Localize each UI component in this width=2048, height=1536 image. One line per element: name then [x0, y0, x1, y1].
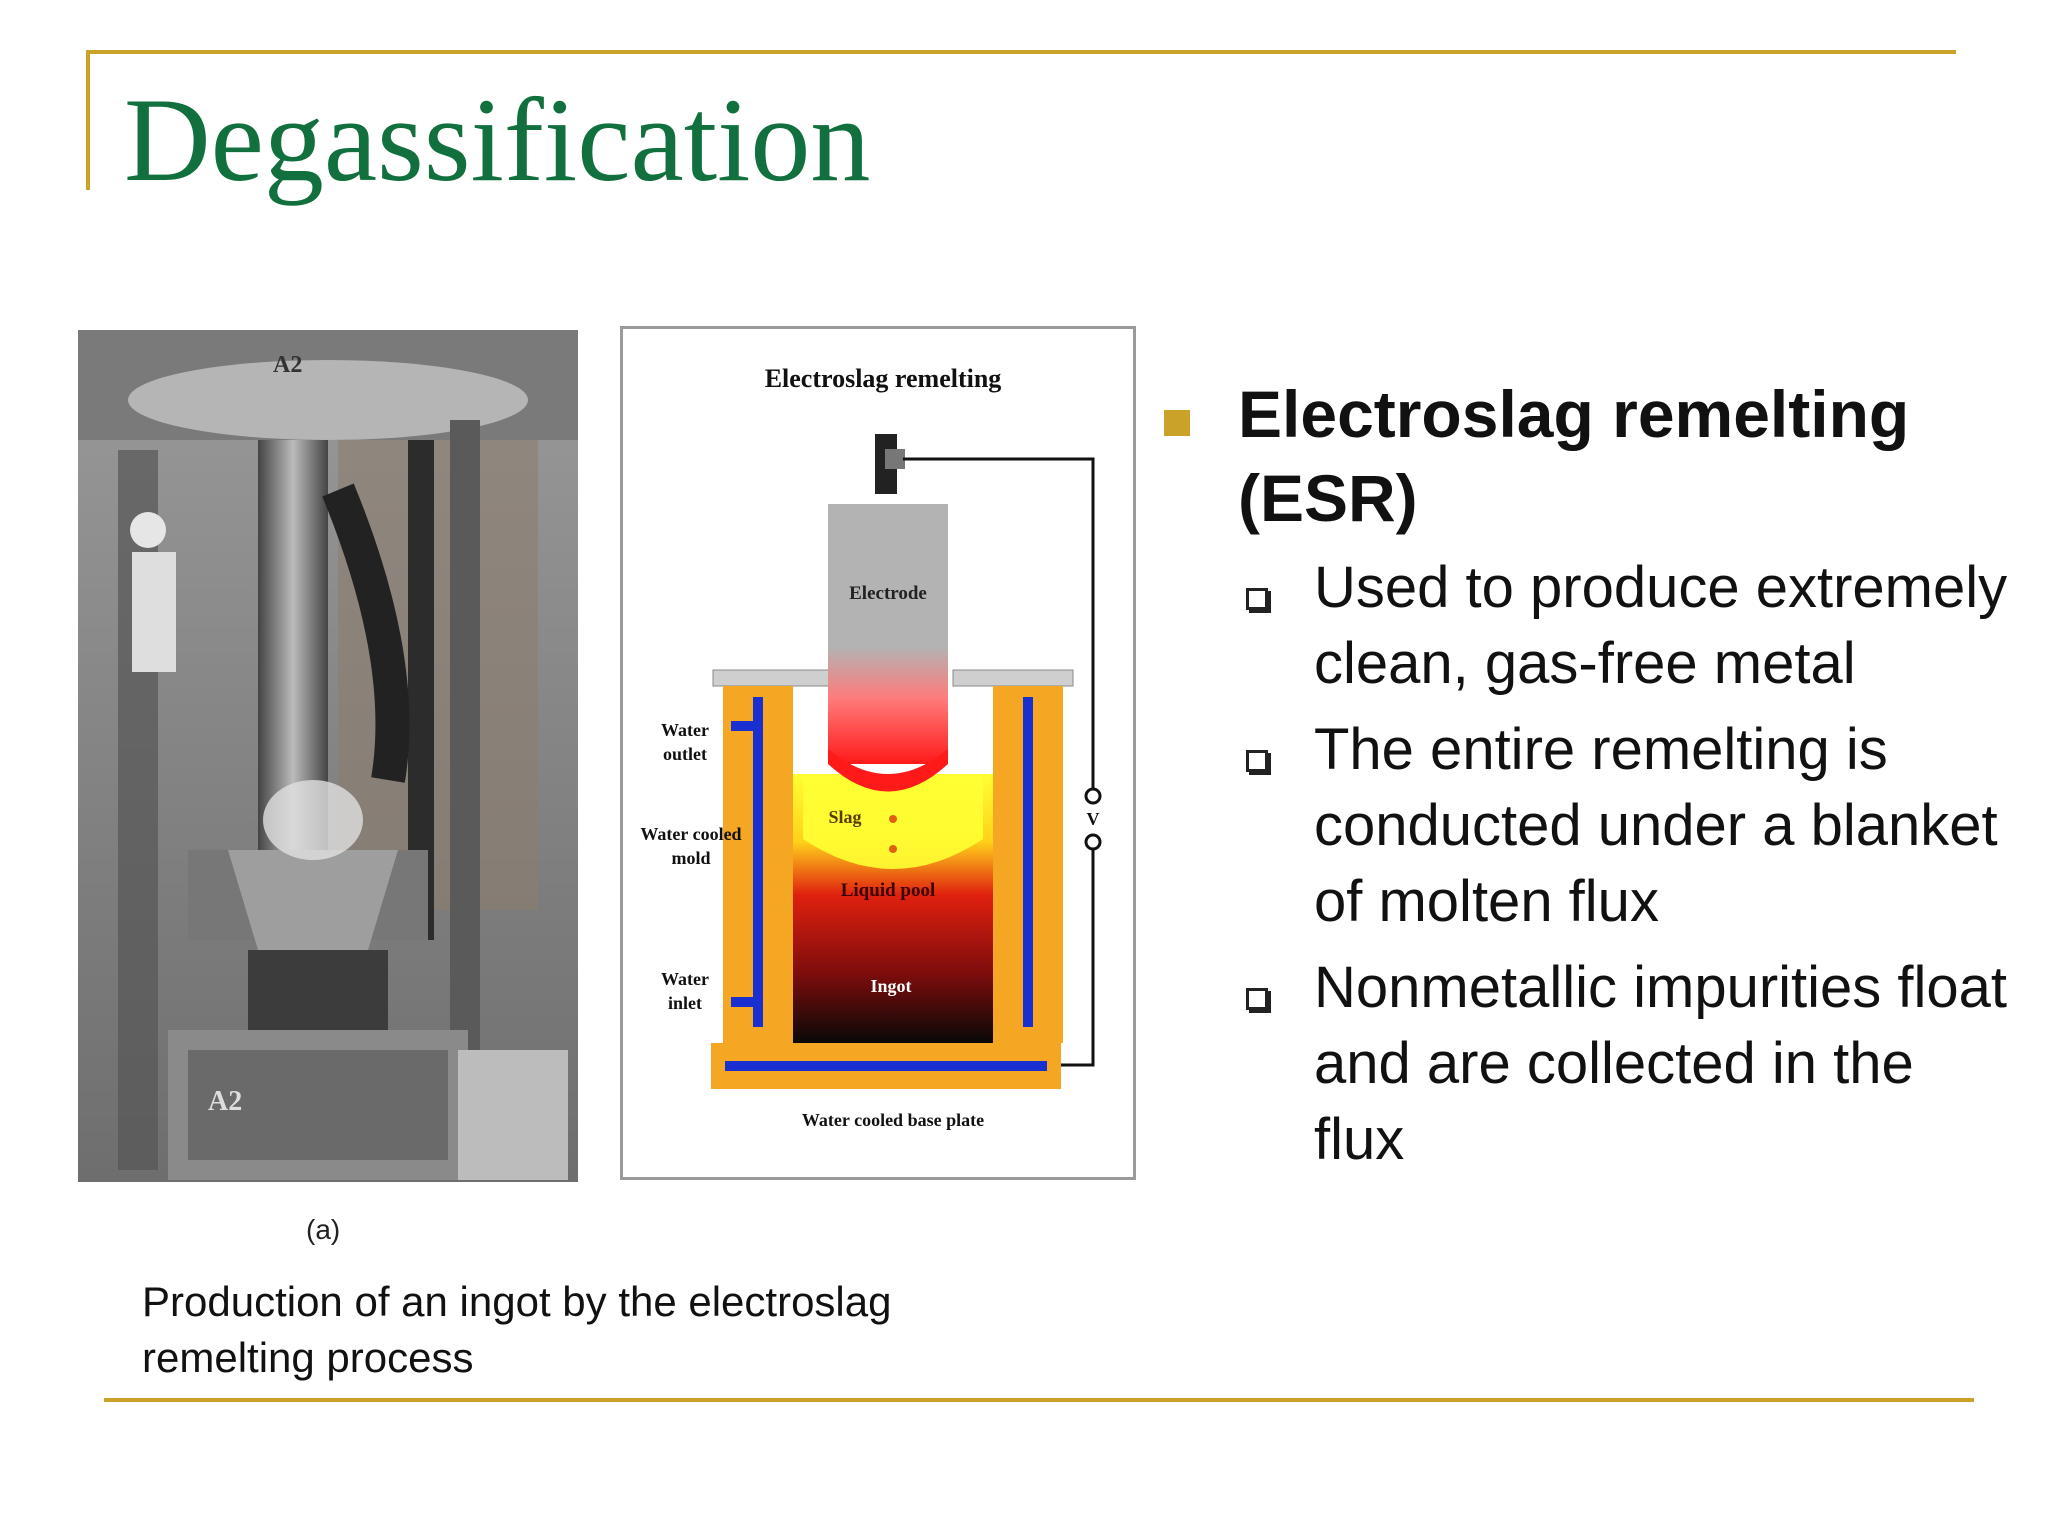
liquid-pool-label: Liquid pool [841, 880, 936, 901]
sub-bullet-text: Nonmetallic impurities float and are col… [1314, 955, 2008, 1172]
left-rule [86, 50, 90, 190]
sub-bullet: Used to produce extremely clean, gas-fre… [1160, 550, 2020, 702]
photo-label: (a) [306, 1214, 341, 1245]
water-outlet-label-1: Water [661, 720, 709, 740]
top-rule [86, 50, 1956, 54]
box-bullet-icon [1246, 988, 1268, 1010]
water-outlet-label-2: outlet [663, 744, 707, 764]
esr-furnace-photo: A2 A2 [78, 330, 578, 1182]
water-cooled-mold-label-2: mold [671, 848, 710, 868]
sub-bullet: Nonmetallic impurities float and are col… [1160, 950, 2020, 1178]
slag-label: Slag [828, 807, 861, 827]
sub-bullet: The entire remelting is conducted under … [1160, 712, 2020, 940]
ingot-label: Ingot [870, 976, 911, 996]
box-bullet-icon [1246, 588, 1268, 610]
sub-bullet-text: Used to produce extremely clean, gas-fre… [1314, 555, 2008, 696]
base-plate-label: Water cooled base plate [802, 1110, 984, 1130]
box-bullet-icon [1246, 750, 1268, 772]
bullet-main: Electroslag remelting (ESR) [1160, 372, 2020, 540]
diagram-title: Electroslag remelting [765, 364, 1002, 393]
bullet-main-text: Electroslag remelting (ESR) [1238, 377, 1910, 535]
water-cooled-mold-label-1: Water cooled [640, 824, 741, 844]
electrode-label: Electrode [849, 583, 927, 604]
water-inlet-label-1: Water [661, 969, 709, 989]
water-inlet-label-2: inlet [668, 993, 702, 1013]
svg-text:A2: A2 [208, 1086, 242, 1117]
bullet-list: Electroslag remelting (ESR) Used to prod… [1160, 372, 2020, 1178]
square-bullet-icon [1164, 410, 1190, 436]
figure-caption: Production of an ingot by the electrosla… [142, 1278, 892, 1381]
slide-title: Degassification [124, 73, 871, 206]
svg-text:A2: A2 [273, 352, 302, 378]
esr-diagram: Electroslag remelting V Electrode Slag L… [620, 326, 1136, 1180]
voltage-label: V [1087, 809, 1100, 829]
sub-bullet-text: The entire remelting is conducted under … [1314, 717, 1998, 934]
bottom-rule [104, 1398, 1974, 1402]
